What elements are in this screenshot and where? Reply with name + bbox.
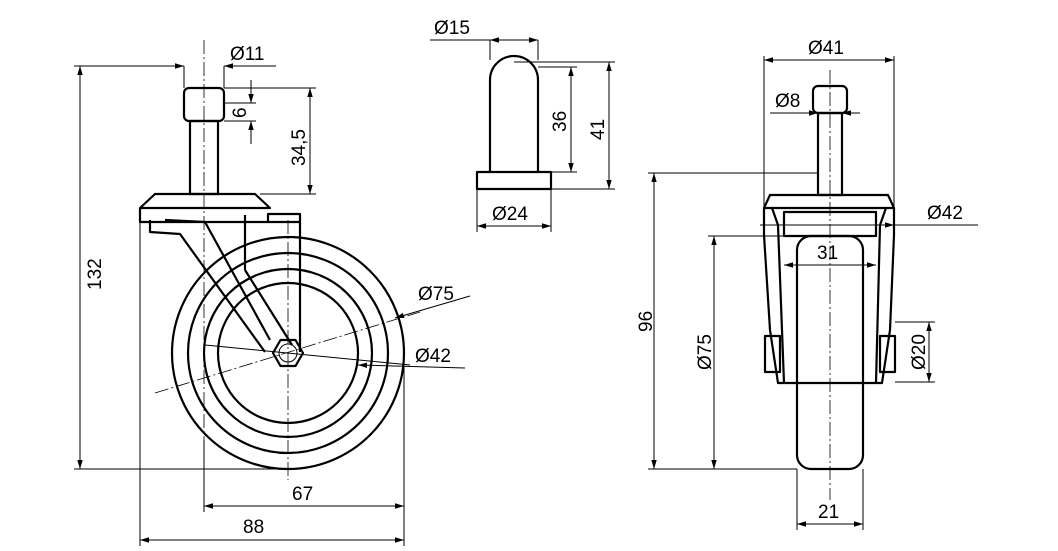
side-wheel-diameter-label: Ø75 — [418, 284, 454, 305]
axle-nut — [271, 338, 305, 368]
side-stem-diameter-label: Ø11 — [230, 44, 265, 65]
front-stem-diameter-label: Ø8 — [775, 91, 800, 112]
side-view: Ø11 6 34,5 132 Ø75 Ø42 67 88 — [74, 40, 471, 546]
sleeve-total-height-label: 41 — [588, 119, 609, 140]
front-axle-boss-left — [763, 334, 782, 374]
front-wheel-diameter-label: Ø75 — [695, 334, 716, 370]
front-plate-diameter-label: Ø42 — [927, 203, 963, 224]
sleeve-flange-diameter-label: Ø24 — [492, 204, 528, 225]
front-axle-boss-right — [878, 334, 897, 374]
sleeve-flange — [475, 170, 553, 191]
front-tread-width-label: 21 — [818, 502, 839, 523]
side-hub-diameter-label: Ø42 — [415, 346, 451, 367]
front-plate-width-label: Ø41 — [808, 38, 844, 59]
sleeve-view: Ø15 36 41 Ø24 — [430, 18, 615, 232]
sleeve-inner-height-label: 36 — [550, 111, 571, 132]
side-groove-height-label: 6 — [230, 107, 251, 118]
fork-leg — [164, 215, 293, 346]
front-axle-boss-diameter-label: Ø20 — [909, 334, 930, 370]
front-top-plate — [762, 193, 896, 210]
front-fork-inner-width-label: 31 — [817, 243, 838, 264]
front-view: Ø41 Ø8 Ø42 31 96 Ø75 Ø20 21 — [636, 38, 978, 530]
sleeve-top-diameter-label: Ø15 — [434, 18, 470, 39]
side-overall-length-label: 88 — [243, 517, 264, 538]
side-overall-height-label: 132 — [85, 258, 106, 290]
side-stem-height-label: 34,5 — [289, 129, 310, 166]
side-swivel-offset-label: 67 — [292, 484, 313, 505]
front-wheel-height-label: 96 — [636, 311, 657, 332]
top-plate — [138, 192, 272, 210]
sleeve-body — [488, 54, 540, 172]
